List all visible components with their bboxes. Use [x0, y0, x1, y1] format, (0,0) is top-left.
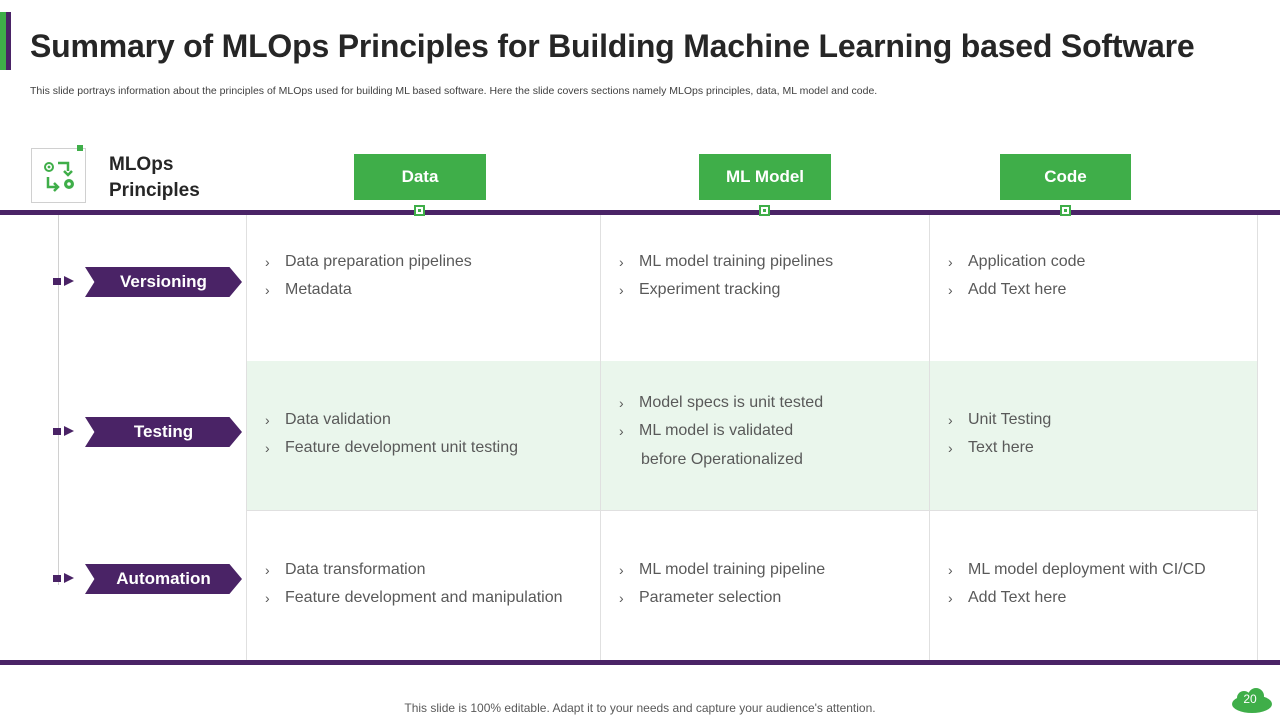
list-item: ›Parameter selection [619, 584, 929, 612]
chevron-right-icon: › [265, 411, 270, 428]
row-label-versioning: Versioning [85, 267, 242, 297]
table-row-automation: ›Data transformation ›Feature developmen… [246, 511, 1258, 661]
column-header-ml-model: ML Model [699, 154, 831, 200]
row-label-testing: Testing [85, 417, 242, 447]
chevron-right-icon: › [619, 281, 624, 298]
list-item: ›ML model is validated [619, 417, 929, 445]
top-divider [0, 210, 1280, 215]
column-header-data: Data [354, 154, 486, 200]
chevron-right-icon: › [619, 395, 624, 411]
list-item: ›Data preparation pipelines [265, 248, 600, 276]
list-item: ›Feature development unit testing [265, 434, 600, 462]
logo-corner-dot [77, 145, 83, 151]
cell-automation-code: ›ML model deployment with CI/CD ›Add Tex… [929, 511, 1258, 661]
cell-versioning-ml-model: ›ML model training pipelines ›Experiment… [600, 215, 929, 364]
table-row-testing: ›Data validation ›Feature development un… [246, 361, 1258, 511]
cell-versioning-data: ›Data preparation pipelines ›Metadata [246, 215, 600, 364]
chevron-right-icon: › [265, 439, 270, 456]
column-connector-code [1060, 205, 1071, 216]
chevron-right-icon: › [265, 562, 270, 578]
table-row-versioning: ›Data preparation pipelines ›Metadata ›M… [246, 215, 1258, 365]
title-accent-purple [6, 12, 11, 70]
chevron-right-icon: › [619, 253, 624, 270]
page-title: Summary of MLOps Principles for Building… [30, 28, 1195, 64]
chevron-right-icon: › [948, 411, 953, 428]
column-connector-ml-model [759, 205, 770, 216]
footer-note: This slide is 100% editable. Adapt it to… [404, 701, 876, 715]
list-item-continuation: before Operationalized [641, 451, 803, 468]
column-connector-data [414, 205, 425, 216]
cell-automation-ml-model: ›ML model training pipeline ›Parameter s… [600, 511, 929, 661]
list-item: ›Data transformation [265, 556, 600, 584]
chevron-right-icon: › [948, 590, 953, 606]
chevron-right-icon: › [619, 423, 624, 439]
column-header-code: Code [1000, 154, 1131, 200]
page-number: 20 [1243, 692, 1257, 706]
list-item: ›Model specs is unit tested [619, 389, 929, 417]
chevron-right-icon: › [265, 281, 270, 298]
principles-label-line2: Principles [109, 180, 200, 201]
row-label-automation: Automation [85, 564, 242, 594]
bottom-divider [0, 660, 1280, 665]
chevron-right-icon: › [265, 590, 270, 606]
chevron-right-icon: › [948, 439, 953, 456]
cycle-arrows-gear-icon [44, 161, 74, 192]
cell-automation-data: ›Data transformation ›Feature developmen… [246, 511, 600, 661]
principles-label-line1: MLOps [109, 154, 174, 175]
list-item: ›Text here [948, 434, 1257, 462]
list-item: ›Application code [948, 248, 1257, 276]
cell-testing-code: ›Unit Testing ›Text here [929, 361, 1258, 510]
list-item: ›Add Text here [948, 584, 1257, 612]
chevron-right-icon: › [619, 562, 624, 578]
mlops-logo [31, 145, 86, 203]
list-item: ›ML model training pipeline [619, 556, 929, 584]
list-item: ›Feature development and manipulation [265, 584, 600, 612]
cell-testing-ml-model: ›Model specs is unit tested ›ML model is… [600, 361, 929, 510]
timeline-line [58, 215, 59, 585]
cell-versioning-code: ›Application code ›Add Text here [929, 215, 1258, 364]
list-item: ›Metadata [265, 276, 600, 304]
list-item: ›Add Text here [948, 276, 1257, 304]
principles-label: MLOps Principles [109, 152, 200, 204]
cell-testing-data: ›Data validation ›Feature development un… [246, 361, 600, 510]
chevron-right-icon: › [948, 562, 953, 578]
list-item: ›ML model deployment with CI/CD [948, 556, 1257, 584]
chevron-right-icon: › [619, 590, 624, 606]
list-item: ›Experiment tracking [619, 276, 929, 304]
cloud-icon [1232, 688, 1272, 713]
chevron-right-icon: › [948, 281, 953, 298]
chevron-right-icon: › [948, 253, 953, 270]
list-item: ›Data validation [265, 406, 600, 434]
list-item: ›ML model training pipelines [619, 248, 929, 276]
principles-table: ›Data preparation pipelines ›Metadata ›M… [246, 215, 1258, 661]
chevron-right-icon: › [265, 253, 270, 270]
title-accent-green [0, 12, 6, 70]
list-item: ›Unit Testing [948, 406, 1257, 434]
page-subtitle: This slide portrays information about th… [30, 85, 878, 97]
